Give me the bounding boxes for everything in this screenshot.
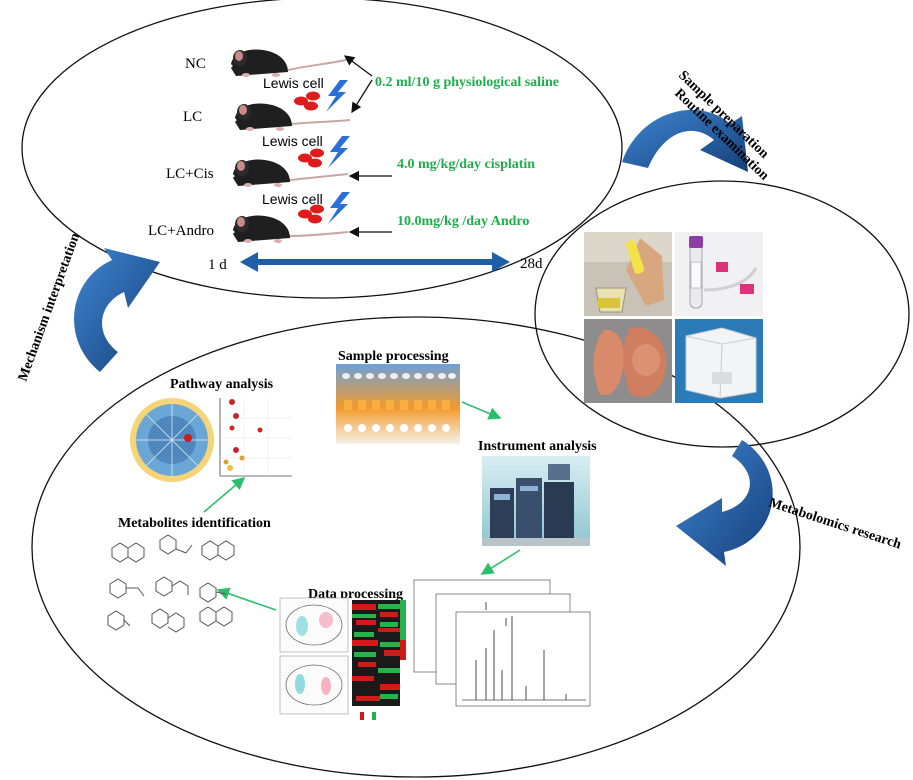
- pathway-analysis-title: Pathway analysis: [170, 377, 274, 392]
- lightning-icon-2: [328, 136, 350, 168]
- heatmap: [352, 600, 406, 720]
- metabolites-identification-title: Metabolites identification: [118, 516, 271, 531]
- mouse-icon-lc-andro: [231, 215, 349, 243]
- saline-arrow-to-lc: [351, 79, 373, 114]
- tumor-cells-icon-2: [298, 148, 324, 168]
- metabolomics-ellipse: [31, 316, 801, 778]
- lewis-cell-label-2: Lewis cell: [262, 133, 323, 149]
- arrow-metabolites-to-pathway: [203, 476, 246, 513]
- tumor-cells-icon-1: [294, 91, 320, 111]
- sample-processing-title: Sample processing: [338, 349, 449, 364]
- lcms-instrument-photo: [482, 456, 590, 546]
- urine-sample-photo: [584, 232, 672, 316]
- mouse-icon-lc-cis: [231, 159, 349, 187]
- assay-kit-photo: [675, 319, 763, 403]
- lightning-icon-3: [328, 192, 350, 224]
- arrow-sample-to-instrument: [461, 401, 502, 420]
- group-label-nc: NC: [185, 56, 206, 72]
- chemical-structures: [107, 534, 235, 633]
- metabolomics-label: Metabolomics research: [767, 496, 903, 553]
- pathway-circle-graphic: [130, 398, 214, 482]
- mechanism-label: Mechanism interpretation: [16, 231, 84, 383]
- sample-ellipse: [534, 180, 910, 448]
- timeline-double-arrow: [240, 252, 510, 272]
- timeline-end-label: 28d: [520, 256, 543, 272]
- sample-plate-photo: [336, 364, 460, 444]
- lewis-cell-label-3: Lewis cell: [262, 191, 323, 207]
- instrument-analysis-title: Instrument analysis: [478, 439, 597, 454]
- saline-label: 0.2 ml/10 g physiological saline: [375, 75, 559, 90]
- arrow-instrument-to-data: [480, 549, 521, 575]
- pca-score-plots: [279, 597, 349, 715]
- saline-arrow-to-nc: [343, 55, 373, 77]
- cisplatin-label: 4.0 mg/kg/day cisplatin: [397, 157, 535, 172]
- mass-spectra-stack: [413, 579, 591, 707]
- cycle-arrow-to-samples: [622, 109, 748, 172]
- cycle-arrow-to-metabolomics: [676, 440, 773, 566]
- group-label-lc-cis: LC+Cis: [166, 166, 214, 182]
- lung-tissue-photo: [584, 319, 672, 403]
- cycle-arrow-to-model: [74, 248, 160, 372]
- animal-model-ellipse: [21, 0, 623, 299]
- lightning-icon-1: [326, 80, 348, 112]
- group-label-lc-andro: LC+Andro: [148, 223, 214, 239]
- mouse-icon-lc: [233, 103, 351, 131]
- blood-tube-photo: [675, 232, 763, 316]
- lewis-cell-label-1: Lewis cell: [263, 75, 324, 91]
- group-label-lc: LC: [183, 109, 202, 125]
- arrow-data-to-metabolites: [216, 587, 277, 611]
- tumor-cells-icon-3: [298, 204, 324, 224]
- mouse-icon-nc: [229, 49, 347, 77]
- andro-label: 10.0mg/kg /day Andro: [397, 214, 529, 229]
- timeline-start-label: 1 d: [208, 257, 227, 273]
- sample-prep-label-2: Routine examination: [671, 86, 771, 184]
- pathway-bubble-plot: [219, 398, 292, 477]
